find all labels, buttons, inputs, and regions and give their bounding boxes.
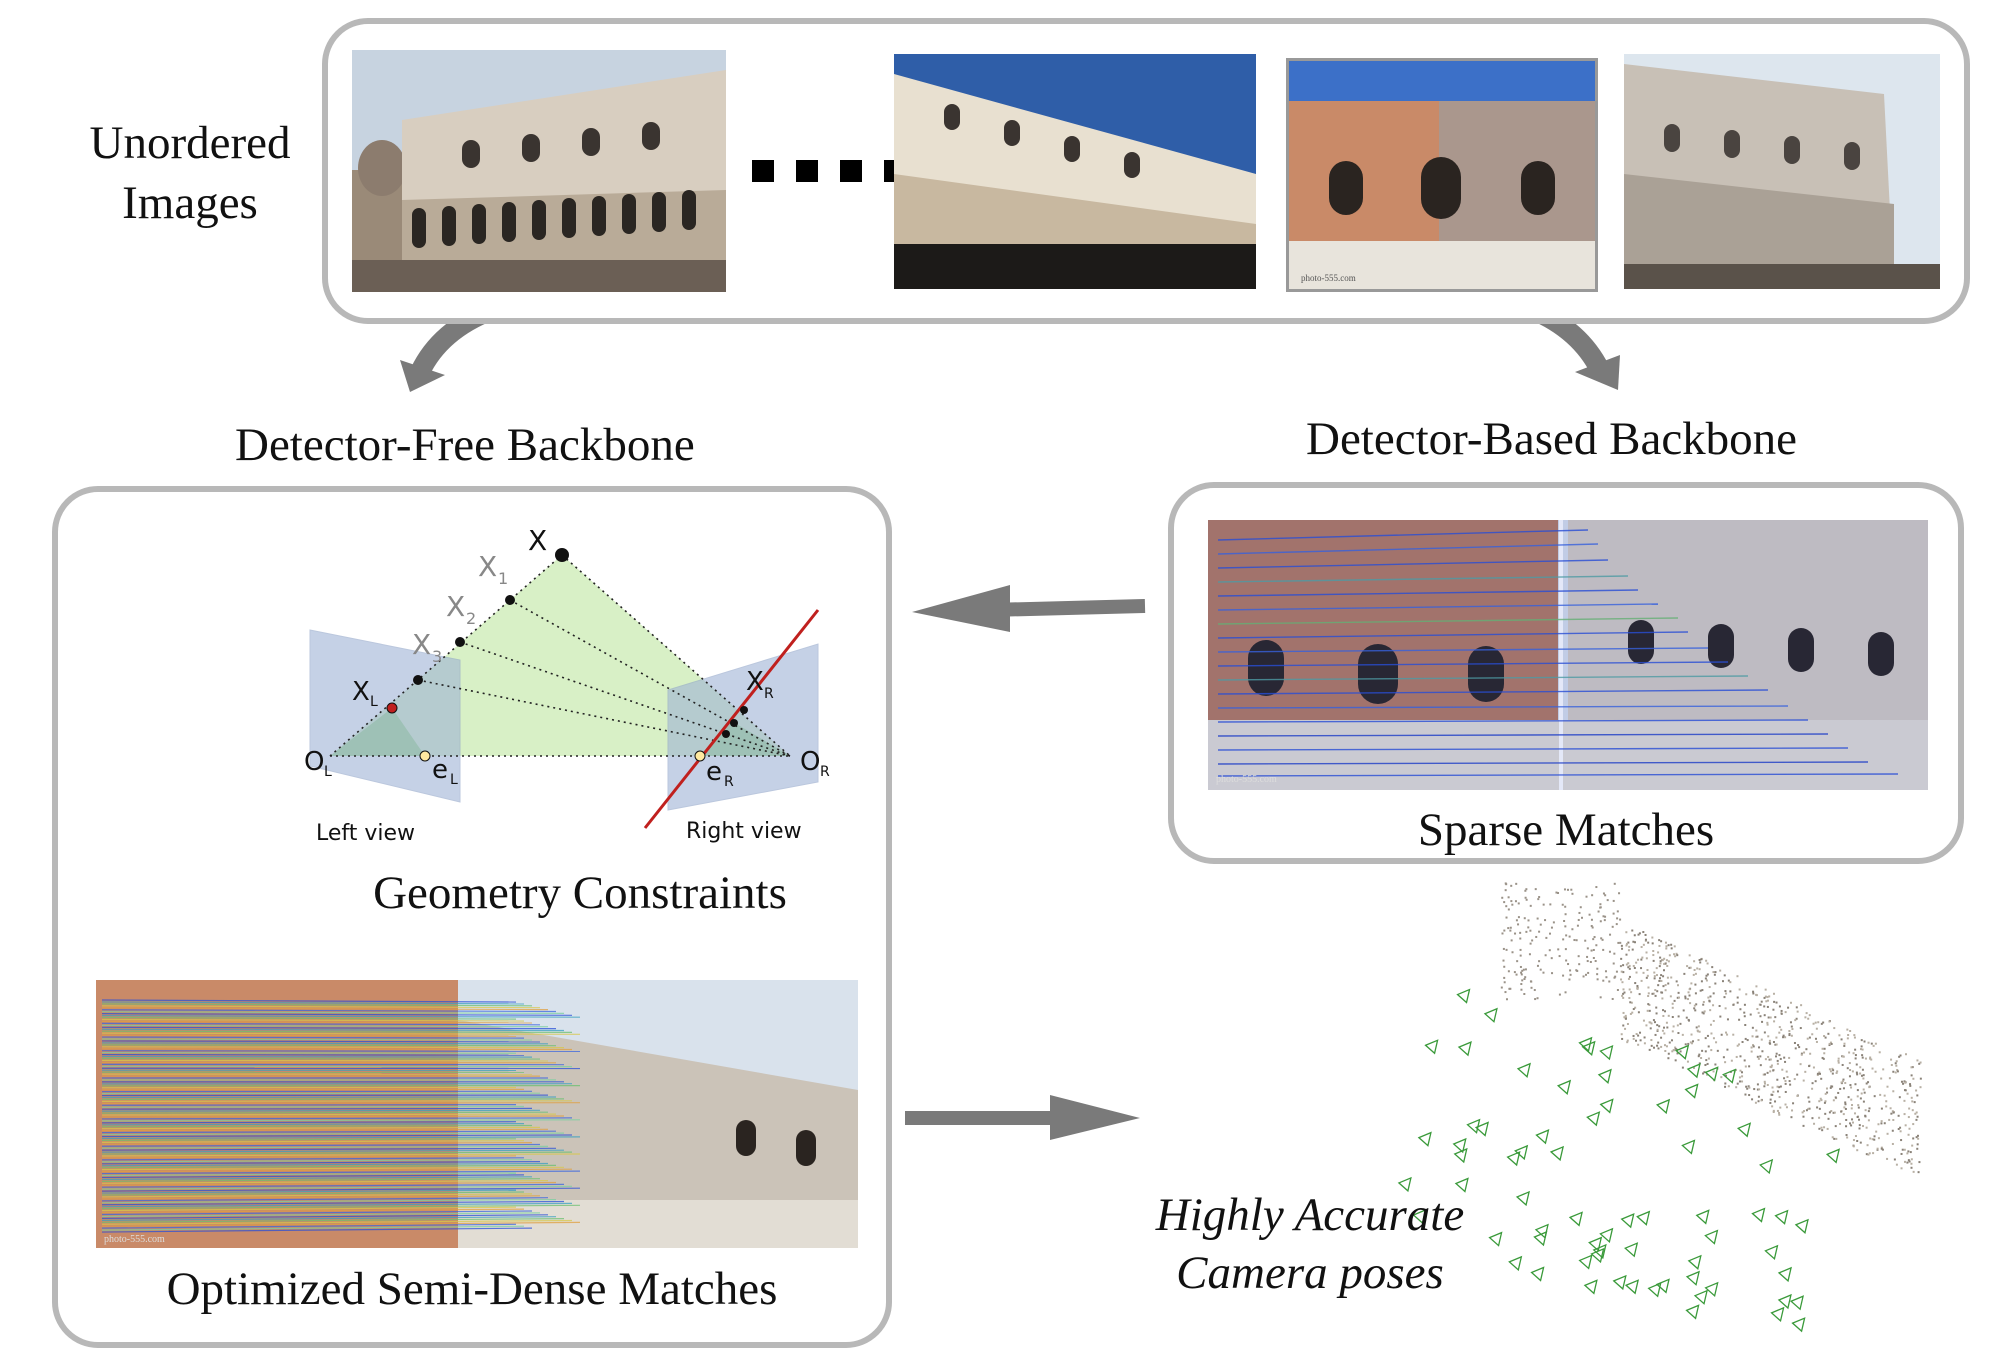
- label-xL: X: [352, 677, 370, 707]
- point-cloud: [1500, 882, 1922, 1174]
- straight-arrow-icon: [905, 1095, 1140, 1140]
- label-OL-sub: L: [324, 764, 332, 780]
- palace-photo-2: [894, 54, 1256, 289]
- reconstruction-point-cloud: [1397, 882, 1922, 1333]
- label-OL: O: [304, 747, 324, 777]
- palace-photo-1: [352, 50, 726, 292]
- label-xL-sub: L: [370, 694, 378, 710]
- point-X: [555, 548, 569, 562]
- label-X3-sub: 3: [432, 647, 442, 666]
- sparse-matches-image: photo-555.com: [1208, 520, 1928, 790]
- label-X3: X: [412, 628, 431, 661]
- label-X: X: [528, 524, 547, 557]
- sparse-matches-caption: Sparse Matches: [1417, 804, 1715, 856]
- ellipsis-dots: [752, 160, 906, 182]
- label-X2-sub: 2: [466, 609, 476, 628]
- right-view-label: Right view: [686, 819, 802, 844]
- photo-watermark: photo-555.com: [1301, 273, 1356, 283]
- label-eL-sub: L: [450, 772, 458, 788]
- point-eR: [694, 750, 706, 762]
- sparse-watermark: photo-555.com: [1216, 774, 1277, 785]
- palace-photo-4: [1624, 54, 1940, 289]
- semi-dense-caption: Optimized Semi-Dense Matches: [166, 1263, 778, 1315]
- unordered-label-line2: Images: [122, 176, 258, 229]
- dense-match-lines: [101, 999, 581, 1233]
- unordered-images-label: Unordered Images: [80, 117, 300, 229]
- semi-dense-matches-image: photo-555.com: [96, 980, 858, 1248]
- camera-poses-line2: Camera poses: [1176, 1246, 1444, 1299]
- point-eL: [419, 750, 431, 762]
- camera-frusta: [1397, 988, 1841, 1333]
- label-xR-sub: R: [764, 686, 774, 702]
- label-eR: e: [706, 757, 722, 787]
- left-view-label: Left view: [316, 821, 415, 846]
- label-X1: X: [478, 550, 497, 583]
- epipolar-line: [643, 609, 820, 829]
- epipolar-geometry-diagram: X X 1 X 2 X 3 X L X R O L O R e L e R Le…: [304, 524, 830, 846]
- palace-photo-3: photo-555.com: [1286, 58, 1598, 292]
- detector-free-label: Detector-Free Backbone: [235, 419, 695, 471]
- label-X1-sub: 1: [498, 569, 508, 588]
- label-OR: O: [800, 747, 820, 777]
- right-image-plane: [667, 643, 819, 811]
- detector-based-label: Detector-Based Backbone: [1306, 413, 1798, 465]
- label-OR-sub: R: [820, 764, 830, 780]
- label-xR: X: [746, 667, 764, 697]
- camera-poses-line1: Highly Accurate: [1155, 1189, 1465, 1241]
- label-eR-sub: R: [724, 774, 734, 790]
- geometry-constraints-caption: Geometry Constraints: [373, 867, 787, 919]
- semidense-watermark: photo-555.com: [104, 1234, 165, 1245]
- unordered-label-line1: Unordered: [89, 117, 291, 169]
- label-X2: X: [446, 590, 465, 623]
- label-eL: e: [432, 755, 448, 785]
- camera-poses-caption: Highly Accurate Camera poses: [1100, 1189, 1520, 1299]
- straight-arrow-icon: [912, 585, 1146, 632]
- point-xL: [386, 702, 398, 714]
